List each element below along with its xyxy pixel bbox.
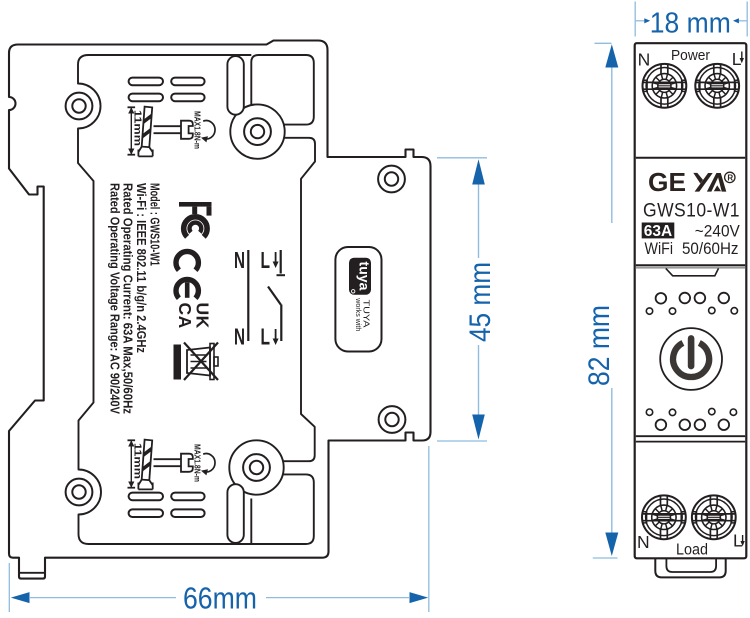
svg-text:L: L: [733, 531, 743, 551]
svg-text:Rated Operating Current: 63A: Rated Operating Current: 63A Max,50/60Hz: [121, 183, 136, 414]
svg-text:82 mm: 82 mm: [583, 305, 616, 386]
svg-text:Wi-Fi : IEEE 802.11 b/g/n 2.4G: Wi-Fi : IEEE 802.11 b/g/n 2.4GHz: [134, 183, 149, 353]
svg-text:Rated Operating Voltage Range:: Rated Operating Voltage Range: AC 90/240…: [107, 183, 122, 414]
svg-text:UK: UK: [193, 303, 213, 329]
svg-text:Model : GWS10-W1: Model : GWS10-W1: [147, 183, 162, 266]
svg-text:TUYA: TUYA: [362, 300, 371, 329]
svg-text:CA: CA: [175, 303, 195, 329]
svg-text:45 mm: 45 mm: [464, 262, 497, 342]
svg-text:WiFi: WiFi: [645, 240, 674, 258]
svg-text:18 mm: 18 mm: [650, 7, 731, 39]
svg-text:GE: GE: [648, 169, 686, 197]
svg-text:Power: Power: [671, 48, 710, 64]
svg-text:N: N: [637, 532, 650, 552]
svg-text:~240V: ~240V: [695, 223, 740, 241]
svg-text:63A: 63A: [644, 223, 672, 240]
svg-text:tuya: tuya: [357, 262, 373, 291]
svg-text:L: L: [261, 247, 271, 273]
svg-text:L: L: [261, 324, 271, 350]
svg-text:N: N: [234, 247, 245, 273]
svg-text:L: L: [732, 49, 742, 69]
svg-text:works with: works with: [354, 297, 363, 331]
svg-text:R: R: [727, 173, 733, 182]
svg-text:GWS10-W1: GWS10-W1: [643, 200, 740, 222]
svg-text:66mm: 66mm: [183, 581, 257, 616]
svg-text:50/60Hz: 50/60Hz: [682, 240, 739, 258]
svg-text:11mm: 11mm: [132, 110, 143, 146]
svg-text:N: N: [234, 324, 245, 350]
svg-text:Load: Load: [676, 542, 708, 559]
svg-text:N: N: [638, 50, 651, 70]
svg-text:MAX1.8N-m: MAX1.8N-m: [192, 111, 202, 149]
